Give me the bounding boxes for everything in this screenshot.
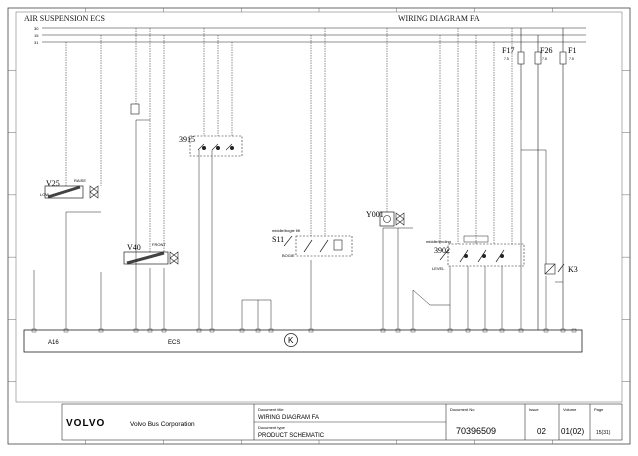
volume: 01(02) bbox=[561, 427, 584, 436]
ecu-pin bbox=[518, 328, 524, 333]
valve-v25 bbox=[44, 185, 99, 199]
doc-type: PRODUCT SCHEMATIC bbox=[258, 433, 325, 439]
c3902-label: 3902 bbox=[434, 246, 450, 255]
switch-3902 bbox=[439, 235, 525, 267]
y001-label: Y001 bbox=[366, 210, 384, 219]
volvo-logo: VOLVO bbox=[66, 418, 105, 429]
ecu-pin bbox=[255, 328, 261, 333]
s11-note: middle/bogie lift bbox=[272, 228, 301, 233]
ecu-pin bbox=[447, 328, 453, 333]
wire-segment bbox=[412, 289, 431, 306]
v40-label: V40 bbox=[127, 243, 141, 252]
relay-3915 bbox=[189, 135, 243, 157]
ecu-pin bbox=[395, 328, 401, 333]
issue-caption: Issue bbox=[529, 407, 539, 412]
doc-title: WIRING DIAGRAM FA bbox=[258, 415, 319, 421]
fuse-f26-rating: 7.5 bbox=[542, 57, 547, 61]
rail-label-31: 31 bbox=[34, 40, 39, 45]
ecu-pin bbox=[543, 328, 549, 333]
ecu-pin bbox=[98, 328, 104, 333]
border-grid-ticks bbox=[8, 8, 630, 444]
c3902-note: middle/ending bbox=[426, 239, 451, 244]
page-caption: Page bbox=[594, 407, 604, 412]
title-block bbox=[61, 403, 623, 441]
ecu-pin bbox=[499, 328, 505, 333]
ecu-pin bbox=[147, 328, 153, 333]
ecu-pin bbox=[63, 328, 69, 333]
c3915-label: 3915 bbox=[179, 135, 195, 144]
ecu-pin bbox=[410, 328, 416, 333]
ecu-pin bbox=[239, 328, 245, 333]
fuse-f26 bbox=[534, 35, 542, 330]
v40-front-label: FRONT bbox=[152, 242, 166, 247]
ecu-pin bbox=[465, 328, 471, 333]
small-fuse-box bbox=[130, 103, 140, 115]
relay-k3 bbox=[544, 263, 565, 275]
fuse-f17 bbox=[517, 28, 525, 120]
fuse-f1-rating: 7.5 bbox=[569, 57, 574, 61]
v25-low-label: LOW bbox=[40, 192, 49, 197]
issue: 02 bbox=[537, 427, 546, 436]
ecu-pin bbox=[161, 328, 167, 333]
doc-no-caption: Document No bbox=[450, 407, 475, 412]
ecu-pin bbox=[482, 328, 488, 333]
ecu-pin bbox=[133, 328, 139, 333]
fuse-f1 bbox=[559, 28, 567, 330]
ecu-pin bbox=[209, 328, 215, 333]
fuse-f1-label: F1 bbox=[568, 46, 576, 55]
fuse-f17-rating: 7.5 bbox=[504, 57, 509, 61]
power-rails bbox=[42, 27, 586, 43]
fuse-f26-label: F26 bbox=[540, 46, 552, 55]
diagram-title-left: AIR SUSPENSION ECS bbox=[24, 14, 105, 23]
ecu-pin bbox=[308, 328, 314, 333]
ecu-id: A16 bbox=[48, 340, 59, 346]
ecu-pin bbox=[268, 328, 274, 333]
ecu-a16 bbox=[23, 329, 583, 353]
rail-label-30: 30 bbox=[34, 26, 39, 31]
doc-type-caption: Document type bbox=[258, 425, 286, 430]
v25-raise-label: RAISE bbox=[74, 178, 86, 183]
c3902-level-label: LEVEL bbox=[432, 266, 445, 271]
s11-label: S11 bbox=[272, 235, 284, 244]
company-name: Volvo Bus Corporation bbox=[130, 421, 195, 428]
wiring-lines bbox=[31, 28, 577, 333]
ecu-pin bbox=[31, 328, 37, 333]
ecu-pin bbox=[380, 328, 386, 333]
outer-frame bbox=[7, 7, 631, 445]
v25-label: V25 bbox=[46, 179, 60, 188]
inner-frame bbox=[15, 11, 623, 403]
valve-v40 bbox=[123, 251, 179, 265]
doc-no: 70396509 bbox=[456, 426, 496, 436]
ecu-pin bbox=[196, 328, 202, 333]
switch-s11 bbox=[283, 235, 353, 257]
diagram-title-right: WIRING DIAGRAM FA bbox=[398, 14, 480, 23]
volume-caption: Volume bbox=[563, 407, 577, 412]
ecu-name: ECS bbox=[168, 340, 180, 346]
s11-bogie-label: BOGIE bbox=[282, 253, 295, 258]
ecu-pin bbox=[571, 328, 577, 333]
doc-title-caption: Document title bbox=[258, 407, 284, 412]
ecu-pin bbox=[560, 328, 566, 333]
fuse-f17-label: F17 bbox=[502, 46, 514, 55]
ground-symbol bbox=[284, 333, 298, 347]
ground-symbol-label: K bbox=[288, 336, 294, 345]
page-number: 15(31) bbox=[596, 430, 611, 436]
rail-label-15: 15 bbox=[34, 33, 39, 38]
k3-label: K3 bbox=[568, 265, 578, 274]
valve-y001 bbox=[379, 211, 405, 227]
